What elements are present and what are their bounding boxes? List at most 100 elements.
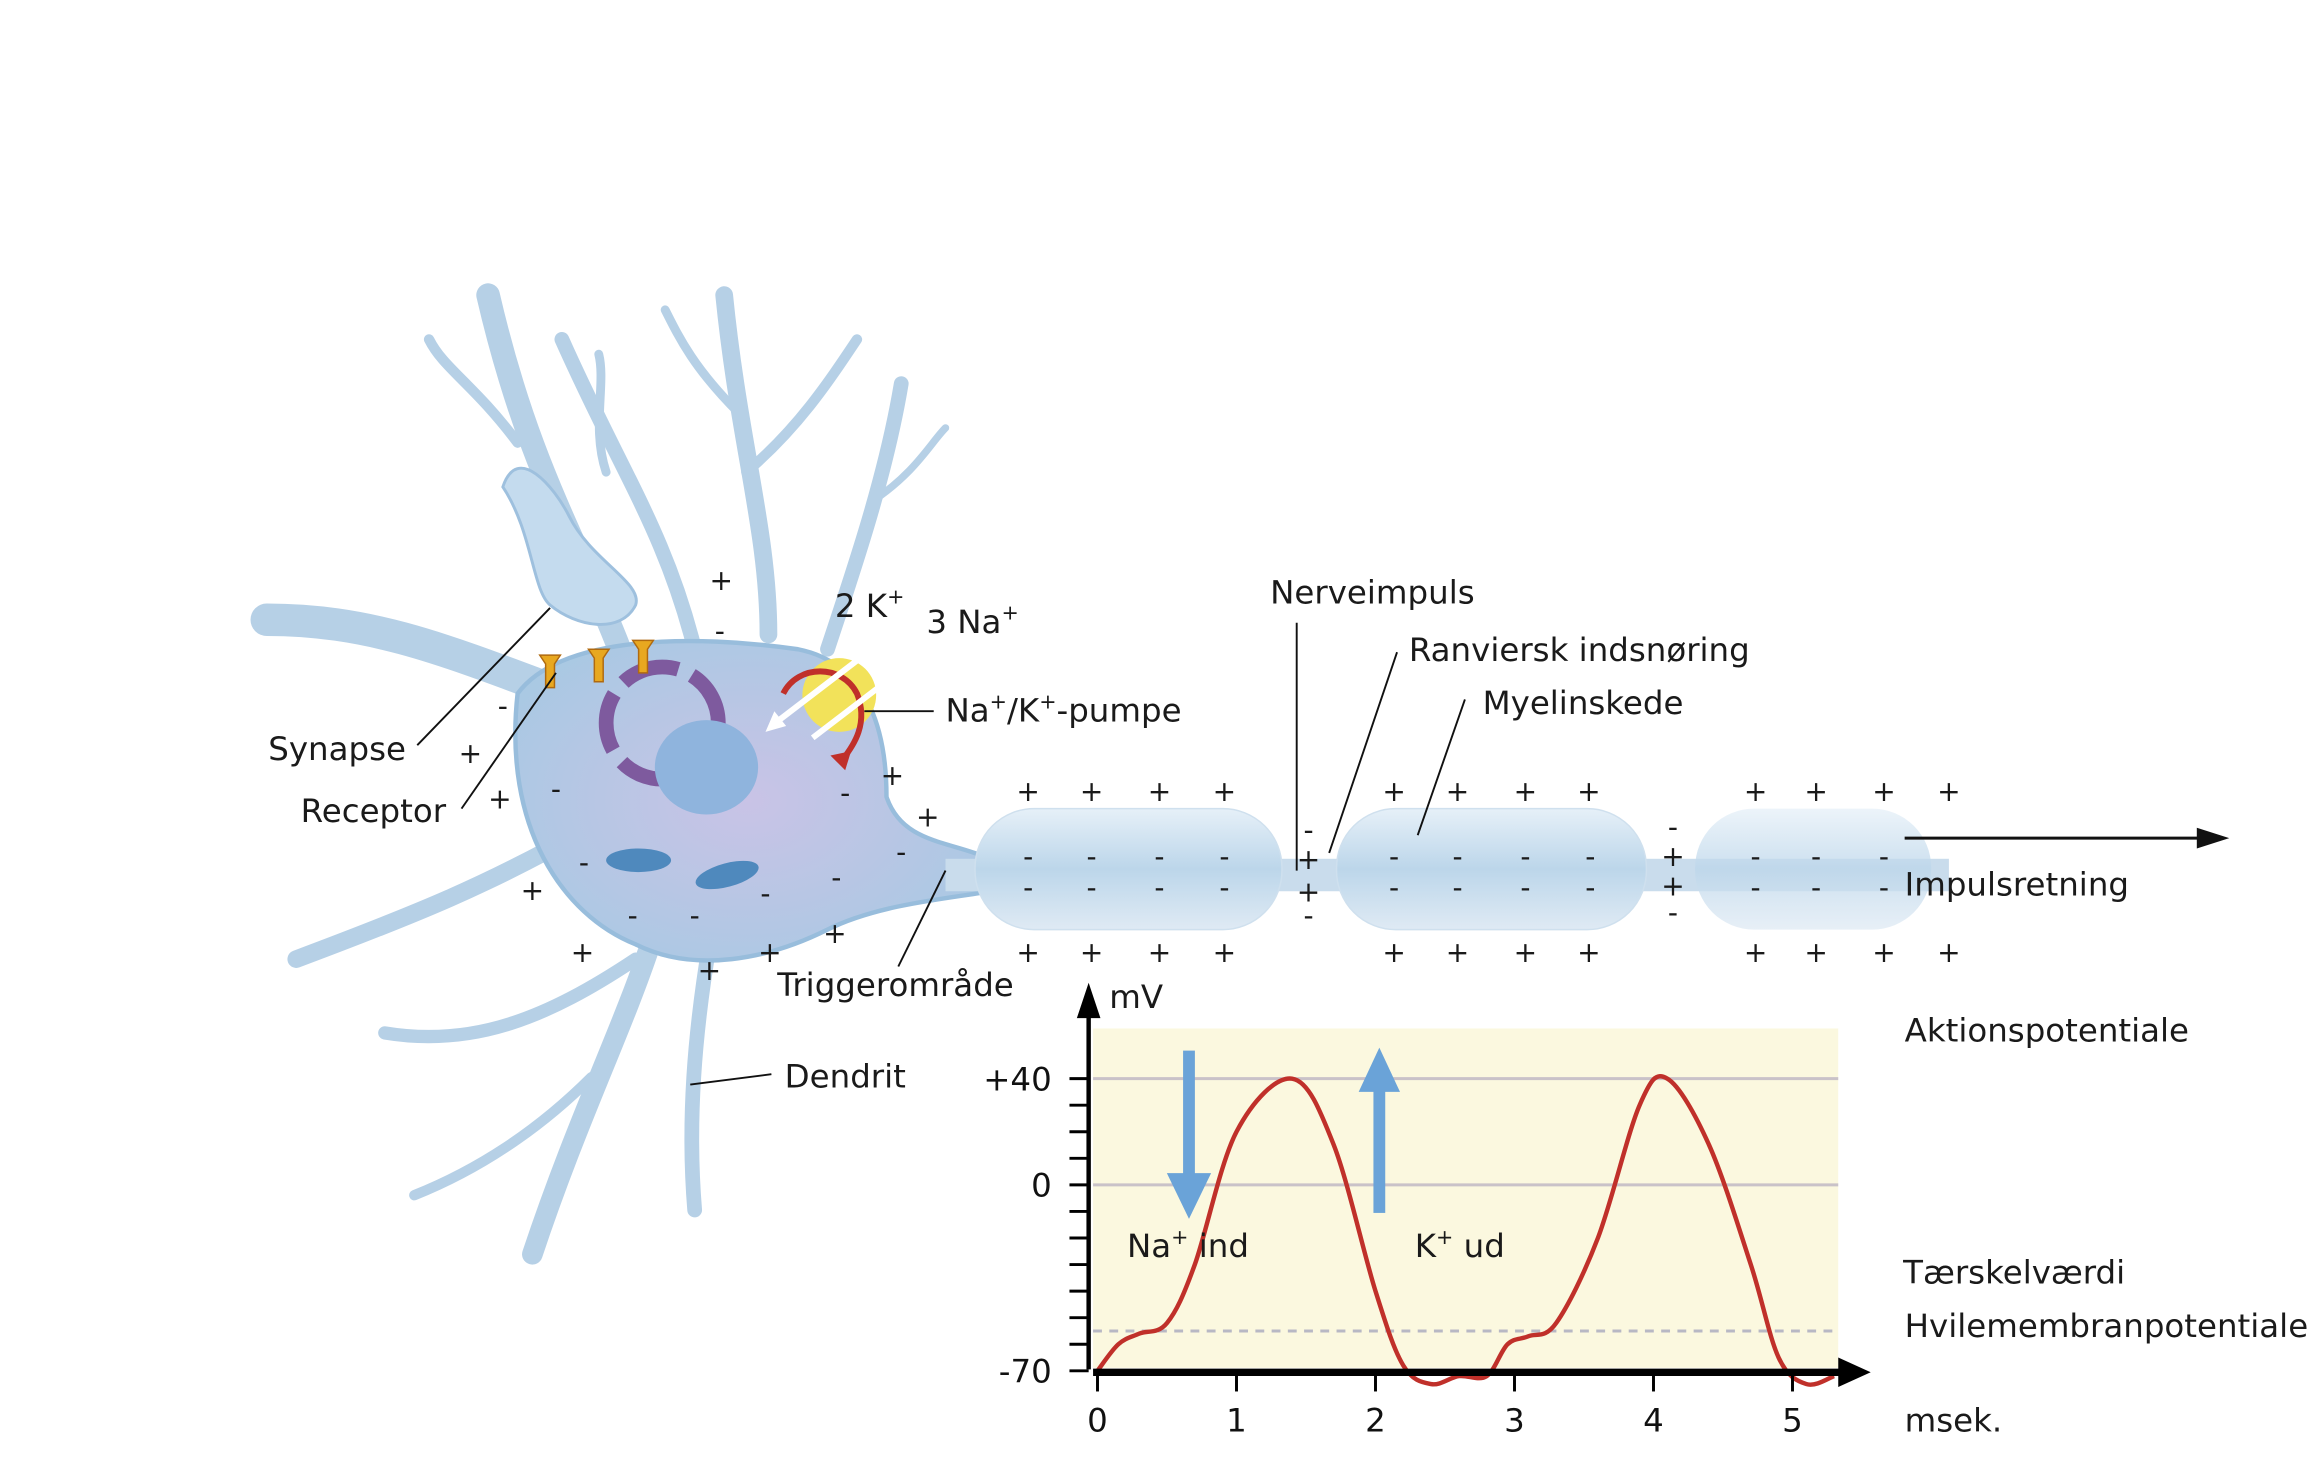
pump-rotation-arrow [780,668,865,762]
plus-charge: + [1148,936,1171,969]
cell-body [513,638,985,963]
plot-background [1093,1028,1839,1368]
minus-charge: - [1520,871,1530,904]
x-axis-label: msek. [1905,1401,2003,1439]
minus-charge: - [1879,871,1889,904]
label-pump: Na+/K+-pumpe [946,689,1182,729]
plus-charge: + [1937,775,1960,808]
plus-charge: + [1744,775,1767,808]
plus-charge: + [1297,843,1320,876]
minus-charge: - [1023,840,1033,873]
ion-flow-arrows [1166,1047,1400,1219]
plus-charge: + [1080,775,1103,808]
minus-charge: - [1520,840,1530,873]
minus-charge: - [1219,840,1229,873]
minus-charge: - [498,690,508,723]
minus-charge: - [1389,871,1399,904]
minus-charge: - [1154,840,1164,873]
na-k-pump [802,658,877,732]
minus-charge: - [831,861,841,894]
minus-charge: - [1811,871,1821,904]
plus-charge: + [1080,936,1103,969]
y-axis-arrowhead [1076,982,1101,1019]
label-resting-potential: Hvilemembranpotentiale [1905,1307,2309,1345]
plus-charge: + [1661,840,1684,873]
label-k-out: K+ ud [1415,1225,1505,1265]
myelin-segment [1695,808,1932,930]
minus-charge: - [551,772,561,805]
plus-charge: + [1577,775,1600,808]
plus-charge: + [1744,936,1767,969]
myelin-segment [974,807,1283,931]
plus-charge: + [571,936,594,969]
plus-charge: + [459,737,482,770]
y-tick-label: +40 [983,1060,1052,1098]
ion-arrows [769,646,915,741]
plus-charge: + [1577,936,1600,969]
plus-charge: + [1016,936,1039,969]
plus-charge: + [1661,870,1684,903]
plus-charge: + [823,917,846,950]
minus-charge: - [1087,871,1097,904]
minus-charge: - [1303,814,1313,847]
nucleus [654,720,759,815]
y-tick-label: -70 [999,1353,1052,1391]
label-k-ions: 2 K+ [835,585,905,625]
plus-charge: + [1213,936,1236,969]
minus-charge: - [690,899,700,932]
minus-charge: - [1751,871,1761,904]
plus-charge: + [1382,936,1405,969]
label-myelin-sheath: Myelinskede [1483,684,1684,722]
membrane-potential-curve [1095,1074,1835,1387]
minus-charge: - [579,846,589,879]
x-tick-label: 1 [1226,1401,1247,1439]
y-tick-label: 0 [1031,1167,1052,1205]
leader-lines [416,607,1466,1086]
minus-charge: - [1452,840,1462,873]
minus-charge: - [628,899,638,932]
label-na-in: Na+ ind [1127,1225,1249,1265]
label-nerve-impulse: Nerveimpuls [1270,574,1474,612]
plus-charge: + [881,759,904,792]
plus-charge: + [1872,936,1895,969]
x-tick-label: 0 [1087,1401,1108,1439]
minus-charge: - [1154,871,1164,904]
minus-charge: - [1452,871,1462,904]
plus-charge: + [521,874,544,907]
minus-charge: - [1389,840,1399,873]
charge-symbols: +--++-++----+---++++-++--++-++++++++++++… [459,564,1961,987]
plus-charge: + [1446,936,1469,969]
plus-charge: + [916,800,939,833]
plus-charge: + [1804,775,1827,808]
minus-charge: - [1585,840,1595,873]
minus-charge: - [1303,899,1313,932]
minus-charge: - [1879,840,1889,873]
myelin-segment [1335,807,1648,931]
minus-charge: - [1585,871,1595,904]
label-node-of-ranvier: Ranviersk indsnøring [1409,631,1750,669]
mitochondrion [695,860,759,890]
plus-charge: + [758,936,781,969]
x-tick-label: 2 [1365,1401,1386,1439]
label-dendrite: Dendrit [785,1057,906,1095]
label-action-potential: Aktionspotentiale [1905,1012,2189,1050]
label-receptor: Receptor [301,792,447,830]
x-tick-label: 3 [1504,1401,1525,1439]
x-axis-arrowhead [1838,1357,1871,1388]
label-impulse-direction: Impulsretning [1905,866,2129,904]
plus-charge: + [1016,775,1039,808]
plus-charge: + [1937,936,1960,969]
receptors [538,639,655,689]
minus-charge: - [896,836,906,869]
minus-charge: - [760,877,770,910]
plus-charge: + [709,564,732,597]
synapse-terminal [501,466,638,626]
minus-charge: - [1087,840,1097,873]
plus-charge: + [1297,876,1320,909]
y-axis-label: mV [1109,978,1163,1016]
plus-charge: + [698,954,721,987]
label-synapse: Synapse [268,730,406,768]
minus-charge: - [1023,871,1033,904]
